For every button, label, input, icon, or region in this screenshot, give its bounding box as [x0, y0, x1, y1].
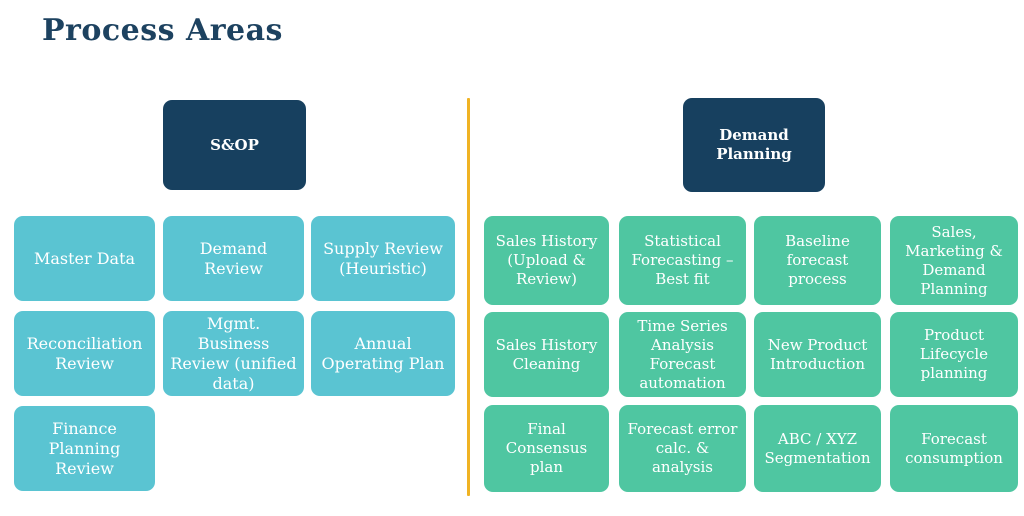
- process-box-finance-planning-review[interactable]: Finance Planning Review: [14, 406, 155, 491]
- process-box-supply-review-heuristic[interactable]: Supply Review (Heuristic): [311, 216, 455, 301]
- process-box-forecast-consumption[interactable]: Forecast consumption: [890, 405, 1018, 492]
- process-box-label: Baseline forecast process: [785, 232, 850, 288]
- process-box-sales-history-upload-review[interactable]: Sales History (Upload & Review): [484, 216, 609, 305]
- vertical-divider: [467, 98, 470, 496]
- header-box-demand-planning-label: Demand Planning: [716, 126, 792, 163]
- process-box-sales-history-cleaning[interactable]: Sales History Cleaning: [484, 312, 609, 397]
- header-box-sop[interactable]: S&OP: [163, 100, 306, 190]
- process-box-label: Master Data: [33, 248, 136, 268]
- process-box-forecast-error-calc-analysis[interactable]: Forecast error calc. & analysis: [619, 405, 746, 492]
- process-box-reconciliation-review[interactable]: Reconciliation Review: [14, 311, 155, 396]
- process-box-demand-review[interactable]: Demand Review: [163, 216, 304, 301]
- process-box-label: Reconciliation Review: [26, 333, 143, 373]
- process-box-label: Finance Planning Review: [48, 418, 121, 478]
- process-box-label: Sales, Marketing & Demand Planning: [905, 222, 1003, 298]
- page-title: Process Areas: [42, 13, 283, 48]
- process-box-baseline-forecast-process[interactable]: Baseline forecast process: [754, 216, 881, 305]
- process-box-label: Mgmt. Business Review (unified data): [170, 313, 297, 393]
- process-box-label: Supply Review (Heuristic): [323, 238, 443, 278]
- process-box-statistical-forecasting-best-fit[interactable]: Statistical Forecasting – Best fit: [619, 216, 746, 305]
- process-box-label: Demand Review: [199, 238, 268, 278]
- process-box-label: Forecast error calc. & analysis: [627, 420, 738, 476]
- process-box-label: Product Lifecycle planning: [919, 326, 989, 382]
- process-box-label: New Product Introduction: [767, 335, 868, 373]
- header-box-sop-label: S&OP: [210, 135, 259, 154]
- process-box-new-product-introduction[interactable]: New Product Introduction: [754, 312, 881, 397]
- process-box-label: Final Consensus plan: [505, 420, 588, 476]
- process-box-sales-marketing-demand-planning[interactable]: Sales, Marketing & Demand Planning: [890, 216, 1018, 305]
- process-box-label: Statistical Forecasting – Best fit: [631, 232, 734, 288]
- process-box-label: Annual Operating Plan: [321, 333, 445, 373]
- process-box-label: Sales History (Upload & Review): [495, 232, 598, 288]
- process-box-product-lifecycle-planning[interactable]: Product Lifecycle planning: [890, 312, 1018, 397]
- process-box-label: Time Series Analysis Forecast automation: [637, 316, 728, 392]
- process-box-final-consensus-plan[interactable]: Final Consensus plan: [484, 405, 609, 492]
- process-box-label: Forecast consumption: [905, 429, 1003, 467]
- process-box-master-data[interactable]: Master Data: [14, 216, 155, 301]
- process-box-abc-xyz-segmentation[interactable]: ABC / XYZ Segmentation: [754, 405, 881, 492]
- header-box-demand-planning[interactable]: Demand Planning: [683, 98, 825, 192]
- process-box-time-series-analysis-forecast-automation[interactable]: Time Series Analysis Forecast automation: [619, 312, 746, 397]
- process-box-annual-operating-plan[interactable]: Annual Operating Plan: [311, 311, 455, 396]
- process-box-mgmt-business-review[interactable]: Mgmt. Business Review (unified data): [163, 311, 304, 396]
- process-box-label: Sales History Cleaning: [495, 335, 598, 373]
- process-box-label: ABC / XYZ Segmentation: [764, 429, 871, 467]
